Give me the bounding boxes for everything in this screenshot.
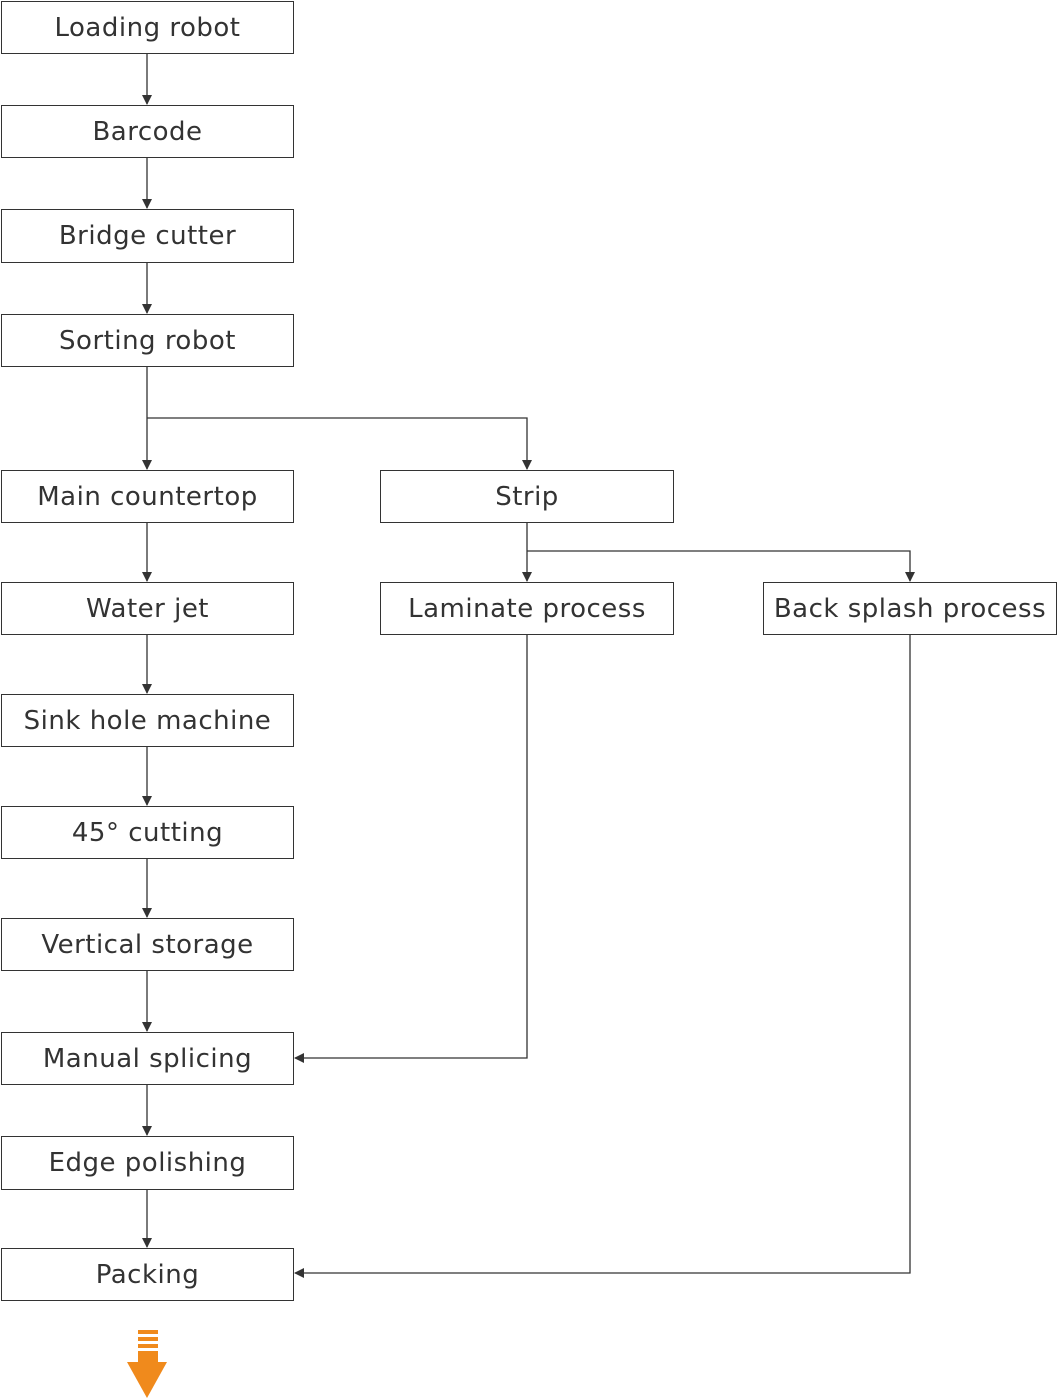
node-strip: Strip <box>380 470 674 523</box>
node-manual-splicing: Manual splicing <box>1 1032 294 1085</box>
down-arrow-icon <box>127 1330 167 1398</box>
node-label: Strip <box>495 481 559 512</box>
node-sink-hole-machine: Sink hole machine <box>1 694 294 747</box>
node-vertical-storage: Vertical storage <box>1 918 294 971</box>
node-water-jet: Water jet <box>1 582 294 635</box>
node-label: Laminate process <box>408 593 646 624</box>
node-label: Water jet <box>85 593 210 624</box>
node-main-countertop: Main countertop <box>1 470 294 523</box>
node-label: Bridge cutter <box>58 221 237 251</box>
edge-strip-backsplash <box>527 550 915 582</box>
node-45-cutting: 45° cutting <box>1 806 294 859</box>
node-bridge-cutter: Bridge cutter <box>1 209 294 263</box>
node-loading-robot: Loading robot <box>1 1 294 54</box>
node-label: Packing <box>95 1259 200 1290</box>
node-label: Loading robot <box>54 12 241 43</box>
node-label: Manual splicing <box>42 1043 253 1074</box>
node-back-splash-process: Back splash process <box>763 582 1057 635</box>
edge-laminate-manual <box>294 634 528 1063</box>
node-sorting-robot: Sorting robot <box>1 314 294 367</box>
node-label: Back splash process <box>773 593 1047 624</box>
node-label: Sorting robot <box>59 325 236 356</box>
node-barcode: Barcode <box>1 105 294 158</box>
node-label: Main countertop <box>37 481 258 512</box>
edge-sorting-strip <box>147 417 532 470</box>
node-edge-polishing: Edge polishing <box>1 1136 294 1190</box>
node-label: Vertical storage <box>41 929 254 960</box>
edge-backsplash-packing <box>294 634 911 1278</box>
node-label: Barcode <box>92 116 203 147</box>
node-packing: Packing <box>1 1248 294 1301</box>
node-label: 45° cutting <box>71 817 224 848</box>
node-label: Edge polishing <box>48 1148 247 1178</box>
node-laminate-process: Laminate process <box>380 582 674 635</box>
node-label: Sink hole machine <box>23 705 272 736</box>
